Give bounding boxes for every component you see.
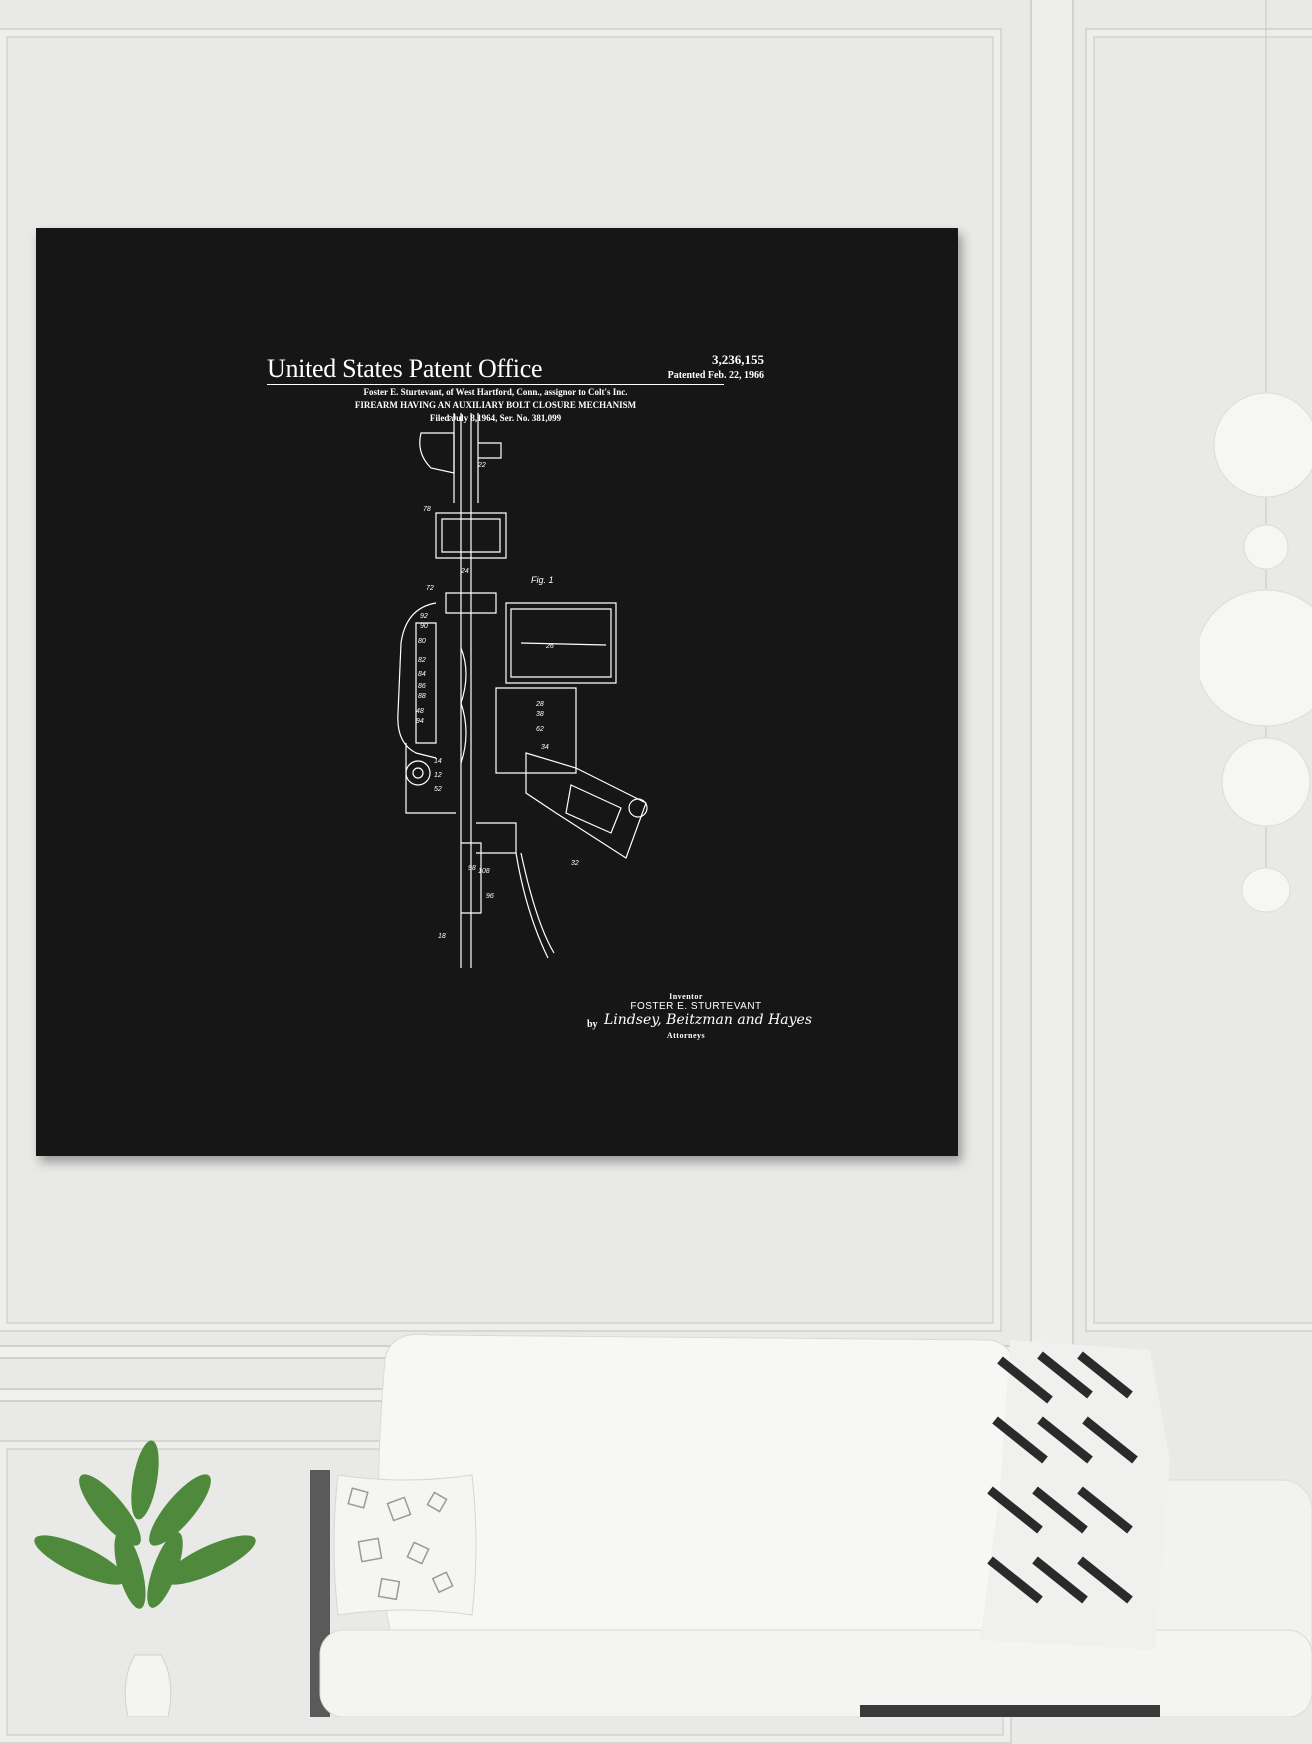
part-number-label: 48: [416, 708, 424, 715]
part-number-label: 96: [486, 893, 494, 900]
part-number-label: 26: [545, 643, 554, 650]
attorney-signature: Lindsey, Beitzman and Hayes: [604, 1012, 813, 1028]
part-number-label: 38: [536, 711, 544, 718]
part-number-label: 18: [438, 933, 446, 940]
rifle-patent-drawing: 20 22 78 24 72 92 90 80 82 84 86 88 48 9…: [397, 413, 648, 968]
throw-pillow: [333, 1474, 477, 1616]
wall-panel-upper-right: [1085, 28, 1312, 1332]
part-number-label: 14: [434, 758, 442, 765]
part-number-label: 86: [418, 683, 426, 690]
invention-title: FIREARM HAVING AN AUXILIARY BOLT CLOSURE…: [354, 400, 637, 410]
filing-line: Filed July 8,1964, Ser. No. 381,099: [429, 413, 562, 423]
by-label: by: [587, 1019, 598, 1030]
inventor-label: Inventor: [669, 992, 703, 1001]
part-number-label: 34: [541, 744, 549, 751]
figure-label: Fig. 1: [531, 575, 554, 585]
striped-throw-blanket: [980, 1340, 1170, 1650]
part-number-label: 78: [423, 506, 431, 513]
part-number-label: 32: [571, 860, 579, 867]
wall-panel-upper-left: [0, 28, 1002, 1332]
poster-title: United States Patent Office: [267, 354, 543, 383]
part-number-label: 92: [420, 613, 428, 620]
inventor-line: Foster E. Sturtevant, of West Hartford, …: [363, 387, 628, 397]
part-number-label: 62: [536, 726, 544, 733]
inventor-name: FOSTER E. STURTEVANT: [630, 1001, 762, 1012]
patent-poster: United States Patent Office 3,236,155 Pa…: [36, 228, 958, 1156]
part-number-label: 28: [535, 701, 544, 708]
part-number-label: 20: [447, 416, 456, 423]
part-number-label: 108: [478, 868, 490, 875]
patent-number: 3,236,155: [712, 352, 764, 367]
pendant-lamp: [1200, 0, 1312, 913]
part-number-label: 88: [418, 693, 426, 700]
part-number-label: 22: [477, 462, 486, 469]
patent-date: Patented Feb. 22, 1966: [667, 370, 764, 381]
part-number-label: 24: [460, 568, 469, 575]
potted-plant: [34, 1440, 256, 1717]
part-number-label: 12: [434, 772, 442, 779]
part-number-label: 98: [468, 865, 476, 872]
part-number-label: 90: [420, 623, 428, 630]
part-number-label: 72: [426, 585, 434, 592]
title-rule: [267, 384, 724, 385]
part-number-label: 52: [434, 786, 442, 793]
part-number-label: 84: [418, 671, 426, 678]
attorneys-label: Attorneys: [666, 1031, 706, 1040]
part-number-label: 82: [418, 657, 426, 664]
part-number-label: 80: [418, 638, 426, 645]
part-number-label: 94: [416, 718, 424, 725]
